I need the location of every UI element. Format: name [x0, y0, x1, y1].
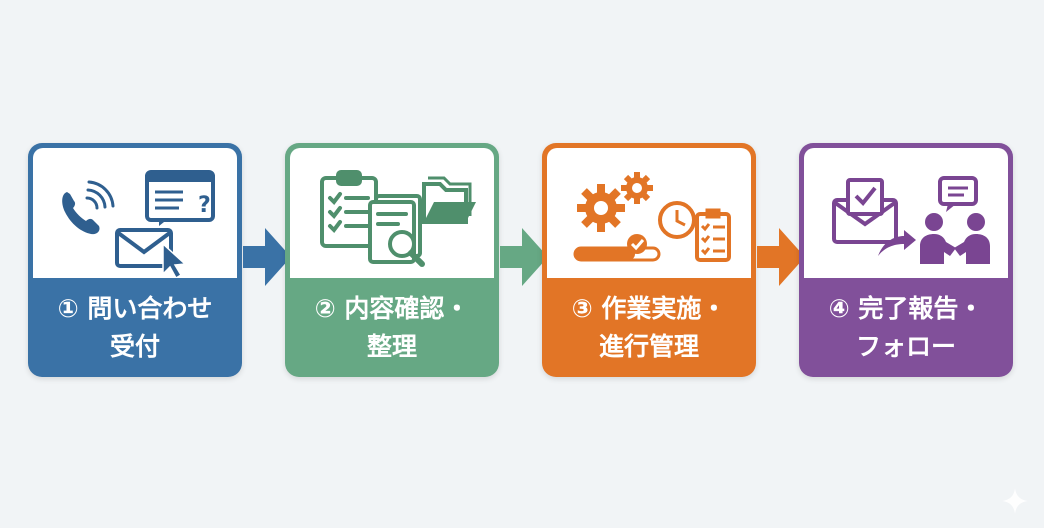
- step-label: ① 問い合わせ 受付: [57, 293, 213, 361]
- step-icon-panel: [290, 148, 494, 278]
- document-magnifier-icon: [368, 194, 425, 267]
- phone-icon: [62, 180, 115, 235]
- step-card-execution: ③ 作業実施・ 進行管理: [542, 143, 756, 377]
- handshake-people-icon: [920, 213, 990, 264]
- arrow-icon: [500, 228, 548, 286]
- chat-icon: [938, 176, 978, 212]
- step-icon-panel: [547, 148, 751, 278]
- cursor-icon: [162, 242, 187, 278]
- forward-arrow-icon: [878, 230, 916, 256]
- step-label: ④ 完了報告・ フォロー: [828, 293, 984, 361]
- progress-bar-check-icon: [573, 234, 661, 262]
- arrow-icon: [757, 228, 805, 286]
- step-label: ② 内容確認・ 整理: [314, 293, 470, 361]
- svg-text:?: ?: [198, 193, 211, 218]
- clock-icon: [658, 201, 696, 239]
- mail-check-icon: [832, 178, 898, 244]
- folder-icon: [422, 176, 476, 224]
- gears-icon: [577, 172, 653, 232]
- step-card-completion: ④ 完了報告・ フォロー: [799, 143, 1013, 377]
- arrow-icon: [243, 228, 291, 286]
- step-card-review: ② 内容確認・ 整理: [285, 143, 499, 377]
- sparkle-icon: [1002, 488, 1028, 514]
- step-icon-panel: [804, 148, 1008, 278]
- step-label: ③ 作業実施・ 進行管理: [571, 293, 727, 361]
- step-icon-panel: ?: [33, 148, 237, 278]
- checklist-icon: [695, 208, 731, 262]
- chat-question-icon: ?: [145, 170, 215, 226]
- step-card-reception: ? ① 問い合わせ 受付: [28, 143, 242, 377]
- envelope-icon: [115, 228, 173, 268]
- clipboard-checklist-icon: [320, 170, 378, 248]
